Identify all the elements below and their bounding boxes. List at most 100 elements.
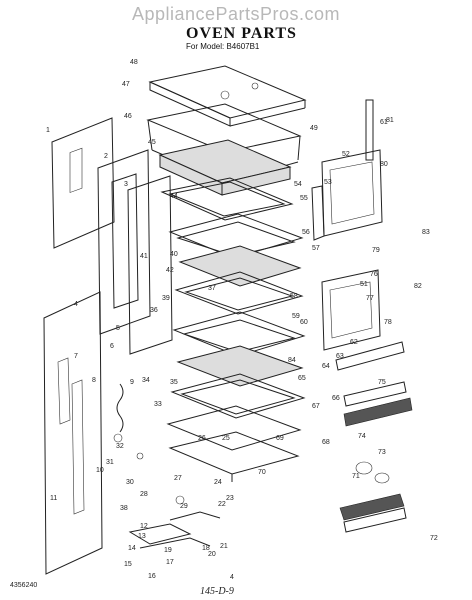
broil-pan-frame bbox=[160, 177, 294, 221]
part-label-5: 5 bbox=[116, 325, 120, 332]
part-label-17: 17 bbox=[166, 559, 174, 566]
part-label-72: 72 bbox=[430, 535, 438, 542]
part-label-15: 15 bbox=[124, 561, 132, 568]
lower-side-panel bbox=[43, 291, 103, 575]
part-label-34: 34 bbox=[142, 377, 150, 384]
part-label-46: 46 bbox=[124, 113, 132, 120]
lower-door bbox=[321, 269, 381, 351]
part-label-31: 31 bbox=[106, 459, 114, 466]
part-label-66: 66 bbox=[332, 395, 340, 402]
part-label-82: 82 bbox=[414, 283, 422, 290]
upper-oven-cavity bbox=[168, 213, 304, 315]
part-label-11: 11 bbox=[50, 495, 57, 502]
part-label-10: 10 bbox=[96, 467, 104, 474]
burner-assembly bbox=[128, 495, 221, 549]
part-label-45: 45 bbox=[148, 139, 156, 146]
part-label-7: 7 bbox=[74, 353, 78, 360]
part-label-12: 12 bbox=[140, 523, 148, 530]
handwritten-note: 145-D-9 bbox=[200, 586, 234, 597]
page-title: OVEN PARTS bbox=[186, 25, 297, 42]
part-label-42: 42 bbox=[166, 267, 174, 274]
part-label-58: 58 bbox=[290, 293, 298, 300]
upper-door bbox=[311, 149, 383, 241]
page-number: 4 bbox=[230, 574, 234, 581]
part-label-38: 38 bbox=[120, 505, 128, 512]
part-label-22: 22 bbox=[218, 501, 226, 508]
part-label-41: 41 bbox=[140, 253, 148, 260]
lower-oven-cavity bbox=[166, 311, 306, 451]
top-cover bbox=[148, 65, 307, 127]
part-label-74: 74 bbox=[358, 433, 366, 440]
part-label-56: 56 bbox=[302, 229, 310, 236]
part-label-19: 19 bbox=[164, 547, 172, 554]
left-side-panel bbox=[51, 117, 115, 249]
part-label-64: 64 bbox=[322, 363, 330, 370]
part-label-67: 67 bbox=[312, 403, 320, 410]
part-label-1: 1 bbox=[46, 127, 50, 134]
part-label-81: 81 bbox=[386, 117, 394, 124]
part-label-18: 18 bbox=[202, 545, 210, 552]
front-frame bbox=[97, 149, 173, 355]
part-label-39: 39 bbox=[162, 295, 170, 302]
part-label-49: 49 bbox=[310, 125, 318, 132]
part-label-8: 8 bbox=[92, 377, 96, 384]
bottom-drawer bbox=[168, 431, 300, 482]
part-label-54: 54 bbox=[294, 181, 302, 188]
part-label-55: 55 bbox=[300, 195, 308, 202]
part-label-83: 83 bbox=[422, 229, 430, 236]
part-label-6: 6 bbox=[110, 343, 114, 350]
part-label-70: 70 bbox=[258, 469, 266, 476]
part-label-33: 33 bbox=[154, 401, 162, 408]
part-label-48: 48 bbox=[130, 59, 138, 66]
part-label-37: 37 bbox=[208, 285, 216, 292]
part-label-69: 69 bbox=[276, 435, 284, 442]
part-label-14: 14 bbox=[128, 545, 136, 552]
part-label-51: 51 bbox=[360, 281, 368, 288]
part-label-77: 77 bbox=[366, 295, 374, 302]
part-label-59: 59 bbox=[292, 313, 300, 320]
part-label-73: 73 bbox=[378, 449, 386, 456]
part-label-80: 80 bbox=[380, 161, 388, 168]
part-label-40: 40 bbox=[170, 251, 178, 258]
insulation-block bbox=[158, 139, 292, 196]
part-label-30: 30 bbox=[126, 479, 134, 486]
part-label-21: 21 bbox=[220, 543, 228, 550]
wire-harness bbox=[113, 383, 144, 460]
part-label-76: 76 bbox=[370, 271, 378, 278]
part-label-53: 53 bbox=[324, 179, 332, 186]
part-label-62: 62 bbox=[350, 339, 358, 346]
part-label-13: 13 bbox=[138, 533, 146, 540]
side-trim-strips bbox=[335, 341, 413, 427]
part-label-32: 32 bbox=[116, 443, 124, 450]
part-label-65: 65 bbox=[298, 375, 306, 382]
part-label-4: 4 bbox=[74, 301, 78, 308]
part-label-79: 79 bbox=[372, 247, 380, 254]
part-label-71: 71 bbox=[352, 473, 360, 480]
part-label-47: 47 bbox=[122, 81, 130, 88]
part-label-28: 28 bbox=[140, 491, 148, 498]
part-label-84: 84 bbox=[288, 357, 296, 364]
part-label-44: 44 bbox=[170, 193, 178, 200]
part-label-75: 75 bbox=[378, 379, 386, 386]
door-handle bbox=[365, 99, 374, 161]
control-panel bbox=[339, 461, 407, 533]
part-label-2: 2 bbox=[104, 153, 108, 160]
part-label-35: 35 bbox=[170, 379, 178, 386]
document-code: 4356240 bbox=[10, 582, 38, 589]
part-label-68: 68 bbox=[322, 439, 330, 446]
part-label-29: 29 bbox=[180, 503, 188, 510]
part-label-16: 16 bbox=[148, 573, 156, 580]
part-label-20: 20 bbox=[208, 551, 216, 558]
part-label-27: 27 bbox=[174, 475, 182, 482]
part-label-36: 36 bbox=[150, 307, 158, 314]
part-label-60: 60 bbox=[300, 319, 308, 326]
part-label-57: 57 bbox=[312, 245, 320, 252]
part-label-23: 23 bbox=[226, 495, 234, 502]
part-label-25: 25 bbox=[222, 435, 230, 442]
part-label-78: 78 bbox=[384, 319, 392, 326]
model-line: For Model: B4607B1 bbox=[186, 42, 260, 51]
part-label-52: 52 bbox=[342, 151, 350, 158]
